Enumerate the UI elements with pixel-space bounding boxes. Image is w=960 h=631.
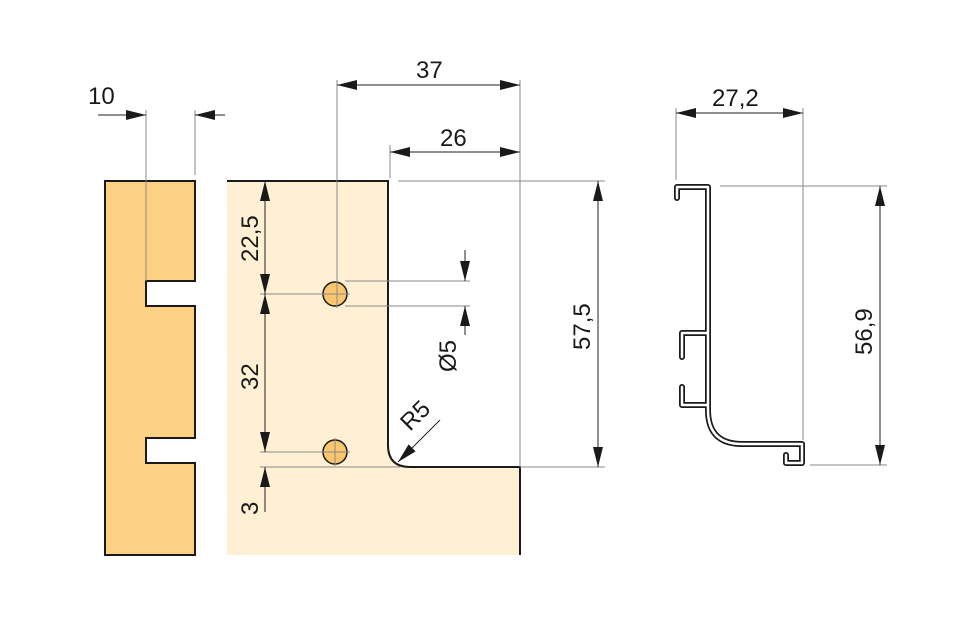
- profile-section: [674, 108, 887, 466]
- dim-corner-radius: R5: [395, 395, 441, 463]
- dim-profile-width: 27,2: [676, 85, 803, 118]
- dim-hole-diameter: Ø5: [435, 250, 470, 372]
- side-part: [104, 110, 196, 556]
- label-top-to-hole: 22,5: [237, 215, 264, 262]
- front-part: [227, 80, 605, 555]
- dim-side-width: 10: [88, 83, 225, 120]
- label-cutout-height: 57,5: [569, 303, 596, 350]
- dim-cutout-width: 26: [390, 125, 520, 157]
- label-bottom-offset: 3: [237, 502, 264, 515]
- label-hole-spacing: 32: [237, 363, 264, 390]
- dim-vertical-chain: 22,5 32 3: [237, 181, 270, 515]
- dim-profile-height: 56,9: [851, 186, 885, 465]
- dim-cutout-height: 57,5: [569, 181, 603, 467]
- label-side-width: 10: [88, 83, 115, 110]
- dim-hole-offset: 37: [337, 57, 520, 90]
- label-profile-height: 56,9: [851, 308, 878, 355]
- label-cutout-width: 26: [440, 125, 467, 152]
- label-profile-width: 27,2: [712, 85, 759, 112]
- label-hole-offset: 37: [416, 57, 443, 84]
- label-hole-diameter: Ø5: [435, 340, 462, 372]
